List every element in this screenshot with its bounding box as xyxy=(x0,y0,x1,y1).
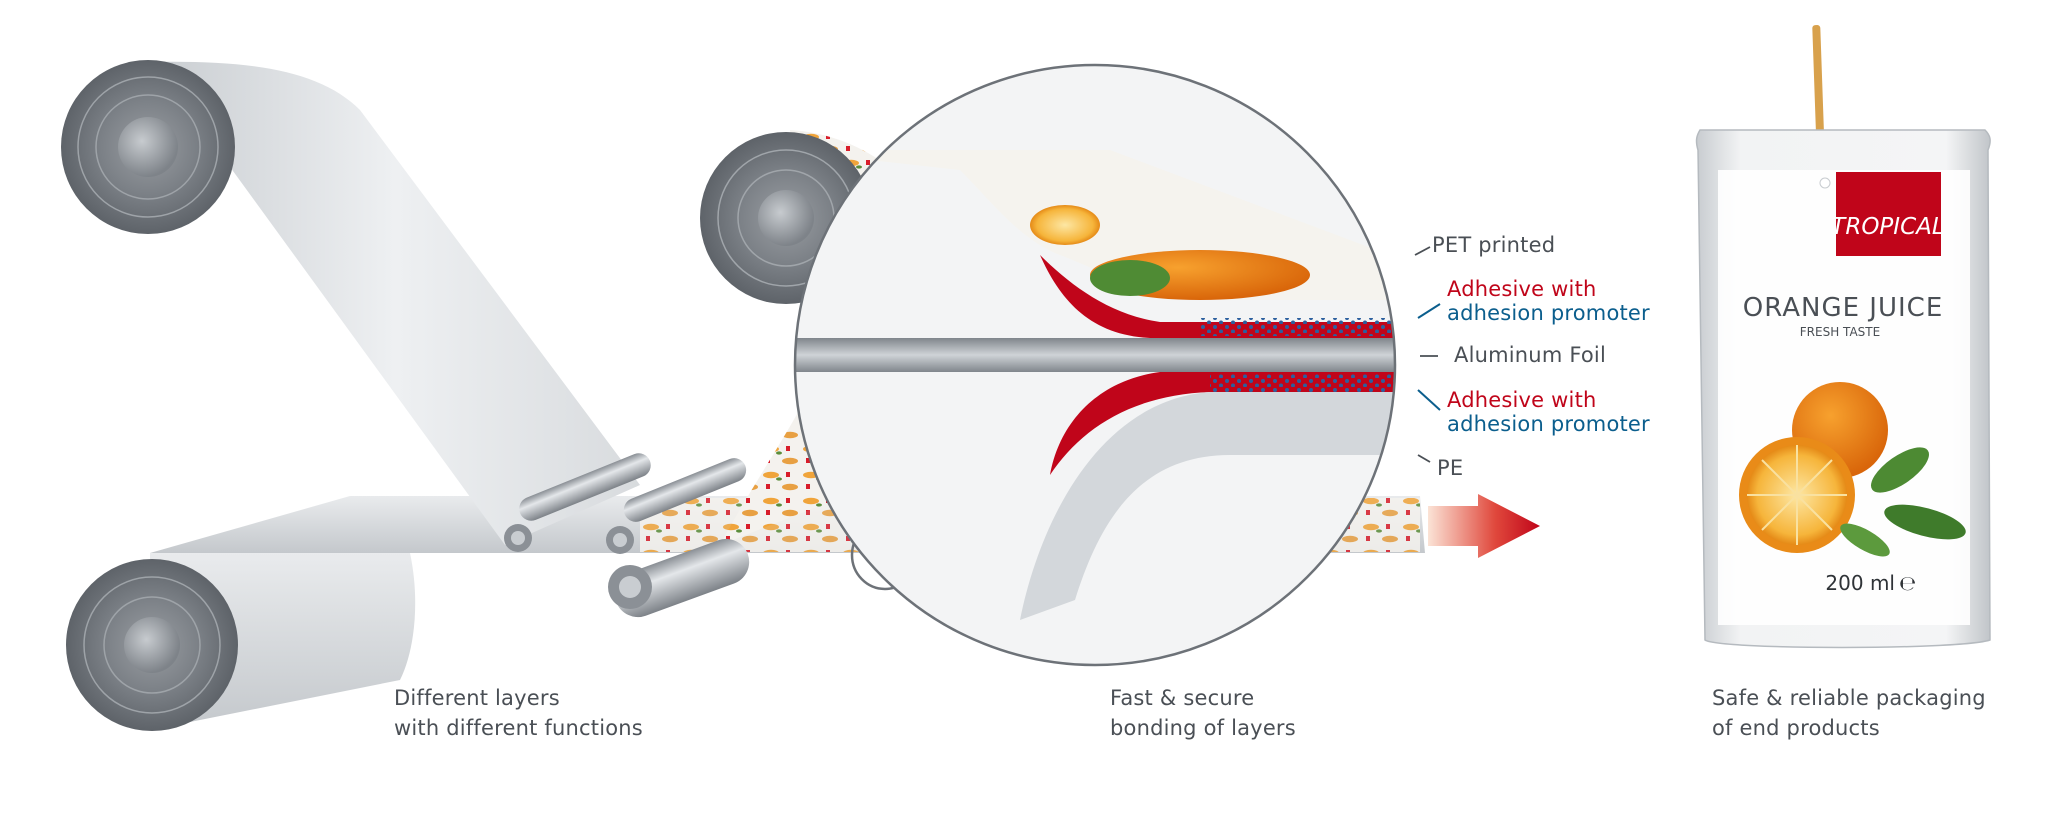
label-adhesive-bottom-line1: Adhesive with xyxy=(1447,388,1597,412)
label-adhesive-top-line1: Adhesive with xyxy=(1447,277,1597,301)
magnifier-group xyxy=(793,63,1441,667)
adhesive-layer-bottom xyxy=(1050,372,1395,475)
pe-layer xyxy=(1020,392,1395,620)
label-adhesive-bottom-line2: adhesion promoter xyxy=(1447,412,1650,436)
pouch-brand-text: TROPICAL xyxy=(1831,214,1944,240)
caption-packaging-line2: of end products xyxy=(1712,716,1880,740)
caption-packaging-line1: Safe & reliable packaging xyxy=(1712,686,1986,710)
caption-packaging: Safe & reliable packaging of end product… xyxy=(1712,683,1986,743)
output-arrow xyxy=(1428,494,1540,558)
label-aluminum-foil: Aluminum Foil xyxy=(1454,343,1606,367)
pouch-product-text: ORANGE JUICE xyxy=(1743,293,1944,323)
caption-bonding-line1: Fast & secure xyxy=(1110,686,1255,710)
silver-film-web xyxy=(150,61,640,545)
label-pe: PE xyxy=(1437,456,1464,480)
caption-bonding-line2: bonding of layers xyxy=(1110,716,1296,740)
pouch-tagline-text: FRESH TASTE xyxy=(1800,325,1880,339)
pouch-orange-art xyxy=(1739,382,1966,557)
nip-rollers xyxy=(504,453,750,618)
label-pet-printed: PET printed xyxy=(1432,233,1556,257)
caption-layers-line2: with different functions xyxy=(394,716,643,740)
caption-bonding: Fast & secure bonding of layers xyxy=(1110,683,1296,743)
pouch-estimated-mark: ℮ xyxy=(1899,571,1916,595)
caption-layers: Different layers with different function… xyxy=(394,683,643,743)
adhesive-layer-top xyxy=(1040,255,1395,338)
aluminum-foil-layer xyxy=(795,338,1395,372)
brand-badge xyxy=(1836,172,1941,256)
label-adhesive-top-line2: adhesion promoter xyxy=(1447,301,1650,325)
pouch-volume-text: 200 ml xyxy=(1825,571,1895,595)
juice-pouch: TROPICAL ORANGE JUICE FRESH TASTE 200 ml… xyxy=(1695,25,1991,649)
bottom-left-roll xyxy=(66,559,238,731)
top-left-roll xyxy=(61,60,235,234)
caption-layers-line1: Different layers xyxy=(394,686,560,710)
